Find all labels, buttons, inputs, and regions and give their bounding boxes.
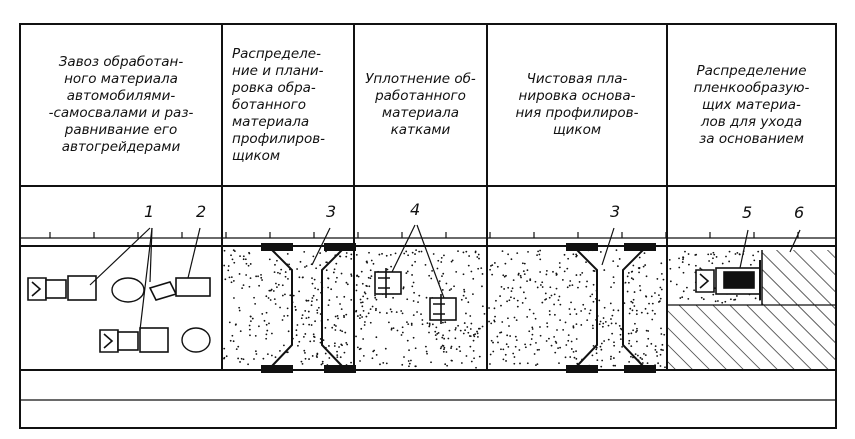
roller-icon bbox=[429, 294, 457, 324]
film-distributor-icon bbox=[695, 260, 761, 300]
dump-truck-icon bbox=[99, 327, 169, 353]
callout-4: 4 bbox=[410, 200, 421, 219]
callout-2: 2 bbox=[196, 202, 207, 221]
column-header-distribution: Распределе- ние и плани- ровка обра- бот… bbox=[232, 45, 326, 164]
hatched-covered-base bbox=[762, 250, 836, 370]
callout-3b: 3 bbox=[610, 202, 621, 221]
stippled-material bbox=[223, 249, 761, 369]
roller-icon bbox=[374, 268, 402, 298]
profiler-machine-2 bbox=[566, 243, 656, 373]
callout-3: 3 bbox=[326, 202, 337, 221]
callout-5: 5 bbox=[742, 203, 753, 222]
callout-1: 1 bbox=[144, 202, 155, 221]
outer-frame bbox=[19, 23, 837, 429]
callout-6: 6 bbox=[794, 203, 805, 222]
leader-lines bbox=[89, 224, 801, 331]
station-ticks bbox=[49, 232, 799, 238]
hatched-covered-base bbox=[667, 305, 762, 370]
column-header-film-curing: Распределение пленкообразую- щих материа… bbox=[693, 62, 810, 147]
material-pile bbox=[111, 277, 211, 353]
column-header-delivery: Завоз обработан- ного материала автомоби… bbox=[48, 54, 194, 155]
dump-truck-icon bbox=[27, 275, 97, 301]
profiler-machine-1 bbox=[261, 243, 356, 373]
column-header-compaction: Уплотнение об- работанного материала кат… bbox=[365, 71, 476, 138]
motor-grader-icon bbox=[148, 277, 211, 301]
column-header-final-grading: Чистовая пла- нировка основа- ния профил… bbox=[515, 71, 639, 138]
